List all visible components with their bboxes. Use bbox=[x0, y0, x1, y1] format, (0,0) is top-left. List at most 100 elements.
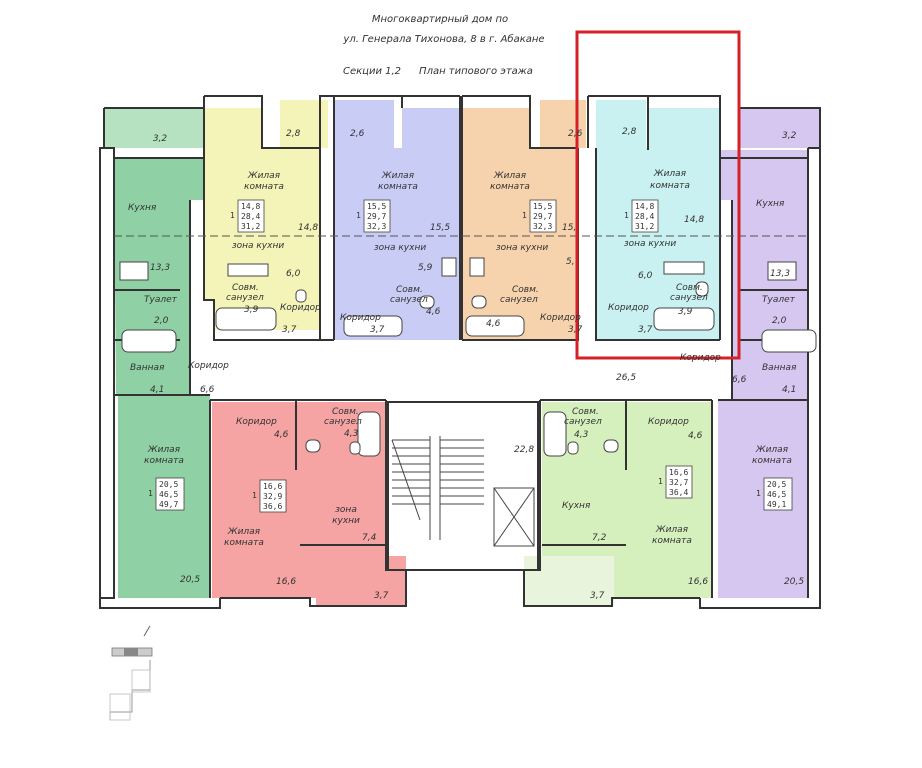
a2-area-box: 1 14,8 28,4 31,2 bbox=[230, 199, 265, 233]
a4-balcony-area: 2,6 bbox=[568, 129, 583, 139]
apartment-7-balcony-fill bbox=[316, 556, 406, 606]
a1-area-box: 1 20,5 46,5 49,7 bbox=[148, 477, 185, 511]
a4-box-number: 1 bbox=[522, 211, 527, 220]
a1-living-label-2: комната bbox=[144, 456, 184, 466]
a5-corridor-area: 3,7 bbox=[638, 325, 653, 335]
a6-corridor-label: Коридор bbox=[680, 353, 721, 363]
a4-bath-label-2: санузел bbox=[500, 295, 538, 305]
header-line-1: Многоквартирный дом по bbox=[372, 14, 508, 25]
a7-zone-label-2: кухни bbox=[332, 516, 360, 526]
a8-box-living: 16,6 bbox=[669, 468, 688, 477]
header-line-2: ул. Генерала Тихонова, 8 в г. Абакане bbox=[342, 33, 544, 45]
a5-box-total: 28,4 bbox=[635, 212, 654, 221]
a5-bath-label-1: Совм. bbox=[676, 283, 703, 293]
a1-bath-label: Ванная bbox=[130, 363, 165, 373]
a8-box-total: 32,7 bbox=[669, 478, 688, 487]
a7-corridor-area: 4,6 bbox=[274, 430, 289, 440]
a5-area-box: 1 14,8 28,4 31,2 bbox=[624, 199, 659, 233]
a4-living-area: 15, bbox=[562, 223, 576, 233]
a3-bath-label-2: санузел bbox=[390, 295, 428, 305]
a1-box-total: 46,5 bbox=[159, 490, 178, 499]
apartment-1-fill bbox=[114, 158, 210, 598]
a5-corridor-label: Коридор bbox=[608, 303, 649, 313]
a7-area-box: 1 16,6 32,9 36,6 bbox=[252, 479, 287, 513]
a4-corridor-label: Коридор bbox=[540, 313, 581, 323]
a3-kitchen-zone-label: зона кухни bbox=[374, 243, 427, 253]
a2-kitchen-zone-area: 6,0 bbox=[286, 269, 301, 279]
a2-living-label-2: комната bbox=[244, 182, 284, 192]
a3-corridor-label: Коридор bbox=[340, 313, 381, 323]
a3-box-total-balcony: 32,3 bbox=[367, 222, 386, 231]
a8-balcony-area: 3,7 bbox=[590, 591, 605, 601]
a1-box-living: 20,5 bbox=[159, 480, 178, 489]
a7-living-label-1: Жилая bbox=[227, 527, 261, 537]
selected-apartment-highlight bbox=[575, 30, 741, 360]
a1-corridor-label: Коридор bbox=[188, 361, 229, 371]
a5-living-label-2: комната bbox=[650, 181, 690, 191]
apartment-3-fill bbox=[334, 108, 460, 340]
a6-kitchen-area: 13,3 bbox=[770, 269, 790, 279]
stair-area: 22,8 bbox=[514, 445, 534, 455]
a7-bath-label-1: Совм. bbox=[332, 407, 359, 417]
a5-kitchen-zone-label: зона кухни bbox=[624, 239, 677, 249]
apartment-1-balcony-fill bbox=[104, 108, 204, 148]
a2-kitchen-zone-label: зона кухни bbox=[232, 241, 285, 251]
a1-box-number: 1 bbox=[148, 489, 153, 498]
a5-balcony-area: 2,8 bbox=[622, 127, 637, 137]
a7-bath-label-2: санузел bbox=[324, 417, 362, 427]
a1-kitchen-label: Кухня bbox=[128, 203, 157, 213]
a7-box-living: 16,6 bbox=[263, 482, 282, 491]
a7-corridor-label: Коридор bbox=[236, 417, 277, 427]
a3-corridor-area: 3,7 bbox=[370, 325, 385, 335]
walls bbox=[99, 95, 821, 609]
a2-living-label-1: Жилая bbox=[247, 171, 281, 181]
a2-box-total: 28,4 bbox=[241, 212, 260, 221]
a6-toilet-label: Туалет bbox=[762, 295, 796, 305]
a8-corridor-area: 4,6 bbox=[688, 431, 703, 441]
a6-box-number: 1 bbox=[756, 489, 761, 498]
a3-living-area: 15,5 bbox=[430, 223, 450, 233]
a6-corridor-area: 6,6 bbox=[732, 375, 747, 385]
a3-box-total: 29,7 bbox=[367, 212, 386, 221]
a5-box-number: 1 bbox=[624, 211, 629, 220]
a4-box-living: 15,5 bbox=[533, 202, 552, 211]
a1-box-total-balcony: 49,7 bbox=[159, 500, 178, 509]
a3-balcony-area: 2,6 bbox=[350, 129, 365, 139]
a5-living-label-1: Жилая bbox=[653, 169, 687, 179]
a1-toilet-label: Туалет bbox=[144, 295, 178, 305]
a6-living-area: 20,5 bbox=[784, 577, 804, 587]
a8-kitchen-label: Кухня bbox=[562, 501, 591, 511]
a6-box-total-balcony: 49,1 bbox=[767, 500, 786, 509]
a1-living-area: 20,5 bbox=[180, 575, 200, 585]
a5-box-total-balcony: 31,2 bbox=[635, 222, 654, 231]
a2-balcony-area: 2,8 bbox=[286, 129, 301, 139]
a4-bath-label-1: Совм. bbox=[512, 285, 539, 295]
a7-kitchen-zone-area: 7,4 bbox=[362, 533, 377, 543]
a7-bath-area: 4,3 bbox=[344, 429, 359, 439]
a1-bath-area: 4,1 bbox=[150, 385, 164, 395]
a2-box-total-balcony: 31,2 bbox=[241, 222, 260, 231]
a5-bath-label-2: санузел bbox=[670, 293, 708, 303]
apartment-4-balcony-fill bbox=[540, 100, 586, 148]
key-plan bbox=[109, 625, 153, 721]
a1-balcony-area: 3,2 bbox=[153, 134, 168, 144]
a4-kitchen-zone-area: 5, bbox=[566, 257, 575, 267]
apartment-6-balcony-fill bbox=[738, 108, 820, 148]
a4-corridor-area: 3,7 bbox=[568, 325, 583, 335]
fixtures bbox=[119, 257, 817, 457]
a5-bath-area: 3,9 bbox=[678, 307, 693, 317]
a7-zone-label-1: зона bbox=[335, 505, 357, 515]
a8-kitchen-area: 7,2 bbox=[592, 533, 607, 543]
a2-bath-label-1: Совм. bbox=[232, 283, 259, 293]
header-plan-type: План типового этажа bbox=[419, 66, 533, 77]
a2-living-area: 14,8 bbox=[298, 223, 318, 233]
a1-kitchen-area: 13,3 bbox=[150, 263, 170, 273]
a6-balcony-area: 3,2 bbox=[782, 131, 797, 141]
a4-box-total: 29,7 bbox=[533, 212, 552, 221]
a2-corridor-label: Коридор bbox=[280, 303, 321, 313]
a5-kitchen-zone-area: 6,0 bbox=[638, 271, 653, 281]
a6-box-total: 46,5 bbox=[767, 490, 786, 499]
a7-living-label-2: комната bbox=[224, 538, 264, 548]
a5-box-living: 14,8 bbox=[635, 202, 654, 211]
